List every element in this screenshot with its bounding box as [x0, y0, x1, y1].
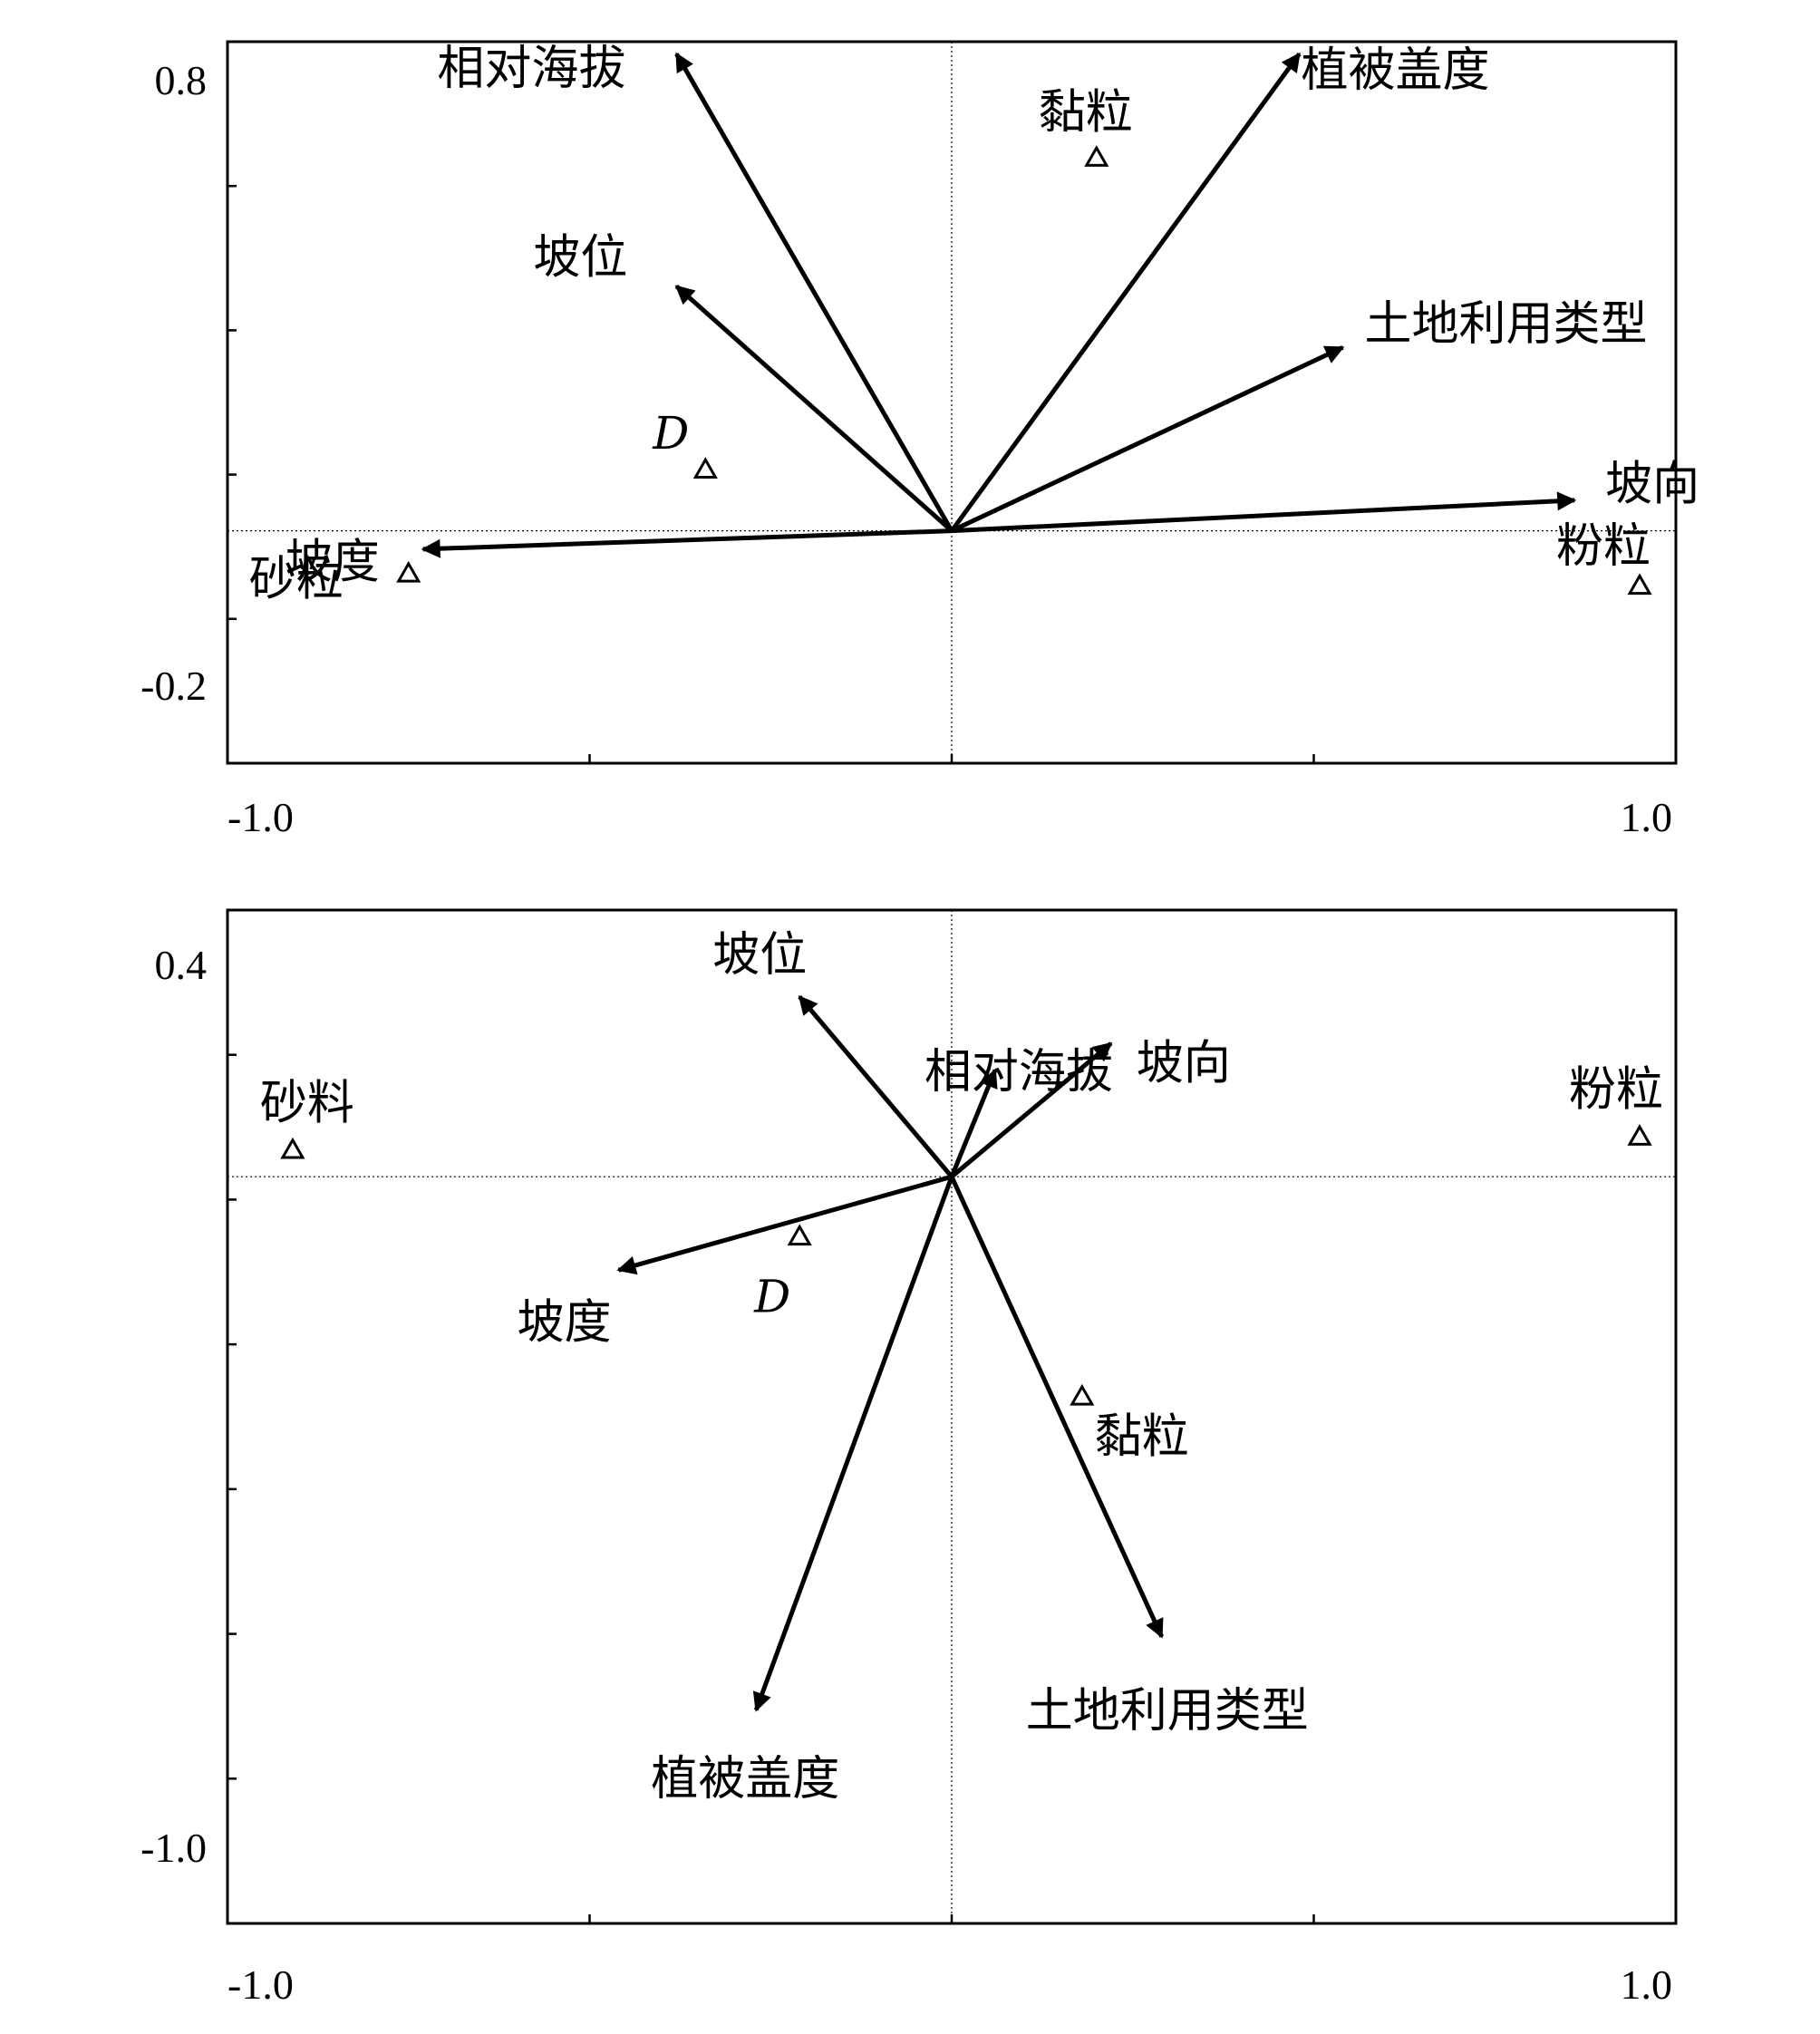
- arrow-label-3: 坡向: [1137, 1037, 1231, 1091]
- point-marker-3: [396, 560, 421, 583]
- arrow-1: [798, 995, 954, 1178]
- arrow-group: [421, 52, 1577, 558]
- zero-reference-lines: [228, 910, 1676, 1923]
- arrow-1: [674, 52, 954, 532]
- point-label-2: D: [652, 407, 689, 460]
- arrow-label-2: 相对海拔: [925, 1045, 1113, 1099]
- arrow-label-1: 相对海拔: [437, 42, 625, 96]
- arrow-6: [949, 1176, 1164, 1639]
- zero-reference-lines: [228, 42, 1676, 763]
- point-label-3: D: [753, 1270, 790, 1322]
- point-marker-4: [1070, 1383, 1095, 1406]
- point-label-3: 砂粒: [249, 552, 344, 606]
- arrow-5: [752, 1176, 954, 1712]
- arrow-4: [616, 1174, 953, 1275]
- arrow-4: [950, 345, 1345, 533]
- arrow-label-4: 土地利用类型: [1364, 297, 1647, 352]
- point-group: [396, 145, 1652, 596]
- arrow-label-2: 植被盖度: [1302, 44, 1490, 98]
- arrow-label-5: 坡向: [1605, 457, 1699, 511]
- arrow-group: [616, 995, 1164, 1712]
- axis-ticks: [228, 184, 1315, 763]
- arrow-3: [674, 284, 954, 533]
- axis-ticks: [228, 1053, 1315, 1923]
- x-tick-label-left: -1.0: [228, 1961, 294, 2008]
- biplot-panel-bottom: 坡位相对海拔坡向坡度植被盖度 土地利用类型 砂料 粉粒 D 黏粒 0.4 -1.0 -1.…: [140, 908, 1678, 2008]
- point-label-2: 粉粒: [1569, 1063, 1663, 1118]
- arrow-5: [951, 491, 1577, 534]
- y-tick-label-top: 0.4: [155, 942, 208, 988]
- point-label-1: 砂料: [260, 1076, 354, 1130]
- y-tick-label-top: 0.8: [155, 57, 208, 103]
- point-marker-3: [787, 1224, 812, 1246]
- label-group: 坡位相对海拔坡向坡度植被盖度 土地利用类型 砂料 粉粒 D 黏粒: [260, 928, 1663, 1806]
- point-marker-1: [1084, 145, 1109, 167]
- arrow-3: [950, 1041, 1113, 1179]
- y-tick-label-bottom: -0.2: [140, 663, 207, 709]
- point-label-4: 黏粒: [1095, 1409, 1189, 1464]
- point-marker-4: [1627, 573, 1652, 596]
- point-label-1: 黏粒: [1039, 86, 1133, 140]
- point-group: [280, 1124, 1652, 1406]
- x-tick-label-right: 1.0: [1621, 794, 1673, 840]
- arrow-label-5: 植被盖度: [651, 1752, 839, 1806]
- point-marker-1: [280, 1137, 305, 1159]
- point-marker-2: [1627, 1124, 1652, 1146]
- arrow-label-6: 土地利用类型: [1026, 1684, 1309, 1739]
- arrow-label-6: 坡度: [286, 535, 380, 589]
- arrow-2: [949, 1068, 998, 1178]
- arrow-2: [949, 52, 1302, 533]
- point-label-4: 粉粒: [1556, 519, 1651, 574]
- arrow-label-3: 坡位: [533, 230, 627, 285]
- arrow-label-4: 坡度: [517, 1296, 611, 1351]
- x-tick-label-left: -1.0: [228, 794, 294, 840]
- x-tick-label-right: 1.0: [1621, 1961, 1673, 2008]
- y-tick-label-bottom: -1.0: [140, 1825, 207, 1871]
- arrow-6: [421, 528, 953, 558]
- point-marker-2: [692, 457, 718, 479]
- arrow-label-1: 坡位: [712, 928, 807, 983]
